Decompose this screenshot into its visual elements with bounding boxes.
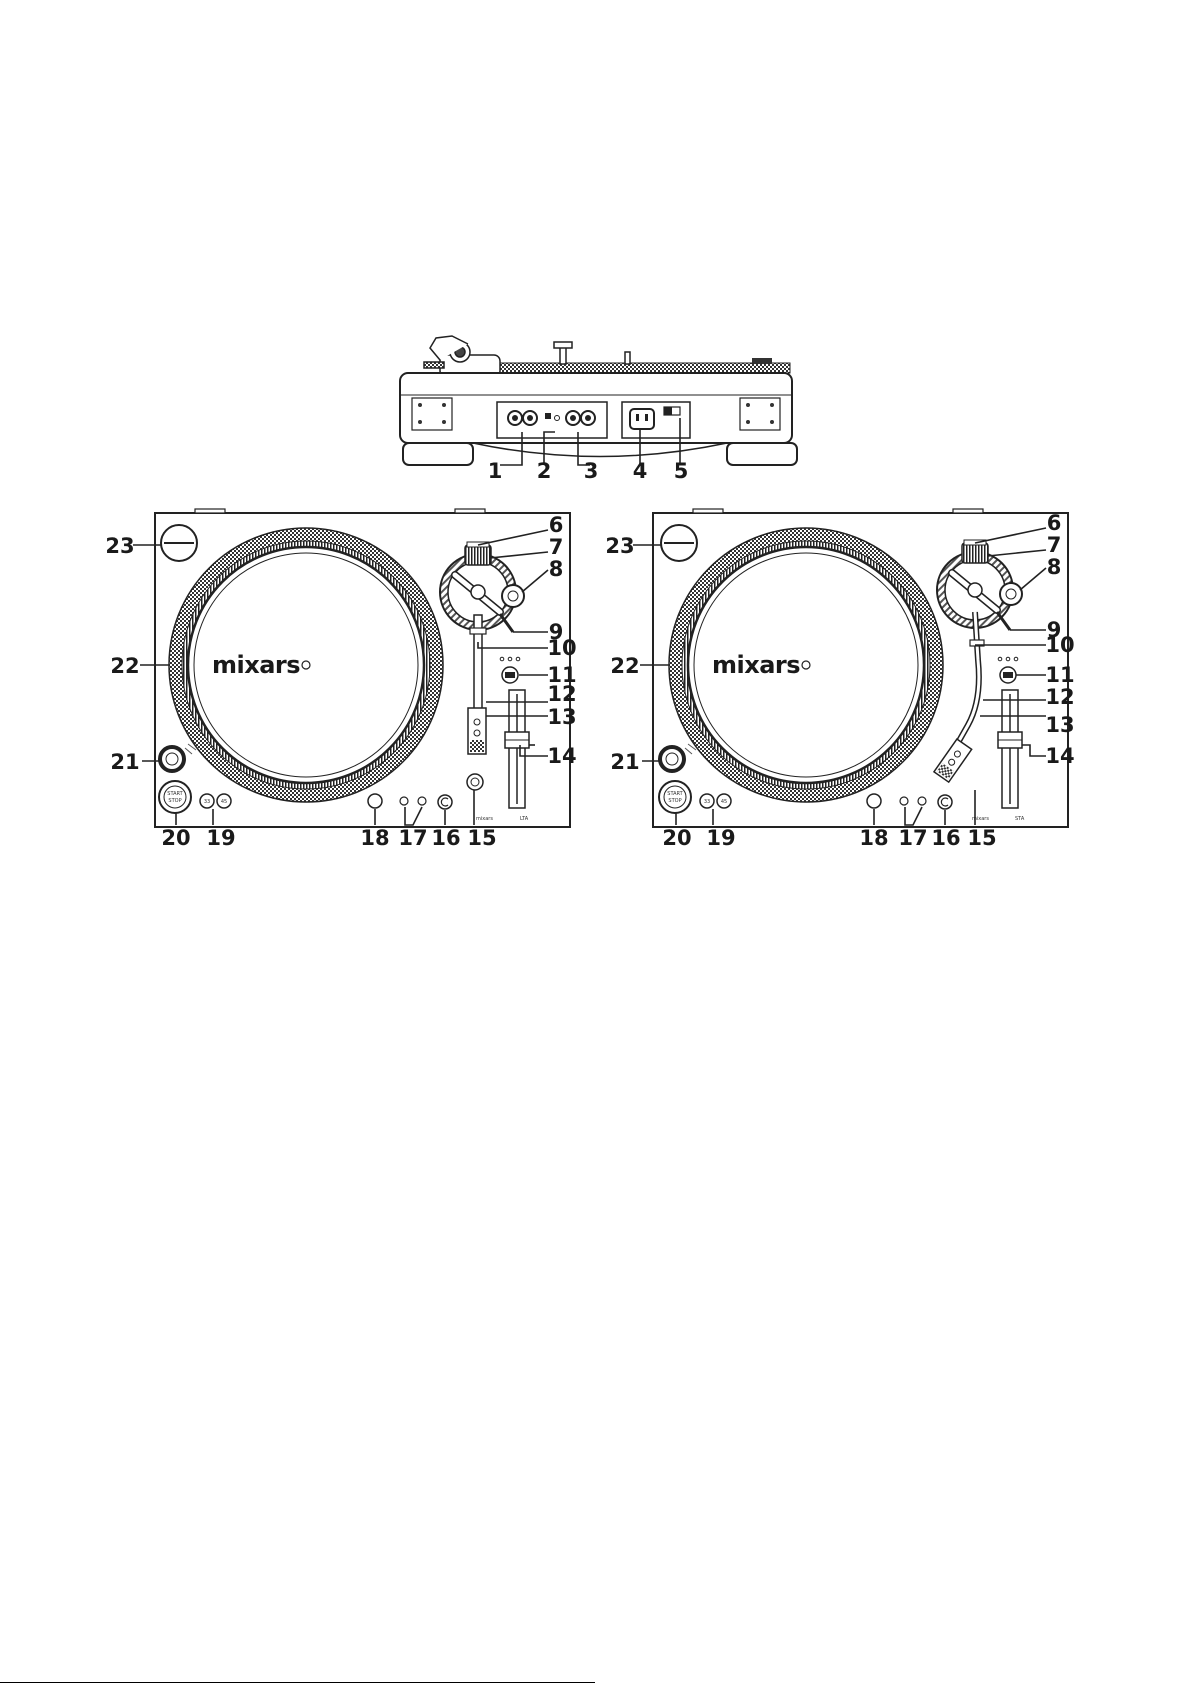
left-callout-8: 8 (549, 557, 564, 581)
right-callout-13: 13 (1045, 713, 1074, 737)
left-callout-11: 11 (547, 663, 576, 687)
right-callout-6: 6 (1047, 511, 1062, 535)
right-callout-15: 15 (967, 826, 996, 850)
deck-right: mixars START STOP 33 45 (653, 509, 1068, 827)
right-callout-11: 11 (1045, 663, 1074, 687)
right-callout-22: 22 (610, 654, 639, 678)
start-brake-knob-right[interactable] (900, 797, 908, 805)
left-callout-22: 22 (110, 654, 139, 678)
stop-brake-knob-right[interactable] (918, 797, 926, 805)
rear-foot-right (727, 443, 797, 465)
target-light-left[interactable] (368, 794, 382, 808)
right-callout-14: 14 (1045, 744, 1074, 768)
right-callout-8: 8 (1047, 555, 1062, 579)
svg-text:45: 45 (721, 799, 727, 805)
rear-callout-3: 3 (584, 459, 599, 483)
rear-callout-5: 5 (674, 459, 689, 483)
right-callout-18: 18 (859, 826, 888, 850)
start-brake-knob-left[interactable] (400, 797, 408, 805)
left-callout-18: 18 (360, 826, 389, 850)
counterweight-left[interactable] (465, 545, 491, 565)
right-callout-16: 16 (931, 826, 960, 850)
svg-text:STA: STA (1015, 816, 1025, 822)
rear-callout-2: 2 (537, 459, 552, 483)
right-callout-9: 9 (1047, 618, 1062, 642)
left-callout-14: 14 (547, 744, 576, 768)
right-callout-19: 19 (706, 826, 735, 850)
left-callout-19: 19 (206, 826, 235, 850)
brand-logo-right: mixars (712, 651, 800, 679)
svg-text:START: START (667, 791, 683, 797)
left-callout-21: 21 (110, 750, 139, 774)
reverse-button-right[interactable] (938, 795, 952, 809)
left-callout-23: 23 (105, 534, 134, 558)
ground-switch (545, 413, 551, 419)
counterweight-right[interactable] (962, 543, 988, 563)
stop-brake-knob-left[interactable] (418, 797, 426, 805)
right-callout-21: 21 (610, 750, 639, 774)
right-callout-7: 7 (1047, 533, 1062, 557)
left-callout-7: 7 (549, 535, 564, 559)
right-callout-12: 12 (1045, 685, 1074, 709)
svg-text:START: START (167, 791, 183, 797)
right-callout-17: 17 (898, 826, 927, 850)
spindle-right (802, 661, 810, 669)
spindle-left (302, 661, 310, 669)
rear-callout-1: 1 (488, 459, 503, 483)
svg-text:33: 33 (704, 799, 710, 805)
svg-text:33: 33 (204, 799, 210, 805)
rear-foot-left (403, 443, 473, 465)
svg-text:STOP: STOP (168, 798, 181, 804)
svg-text:LTA: LTA (520, 816, 529, 822)
left-callout-17: 17 (398, 826, 427, 850)
rear-callout-4: 4 (633, 459, 648, 483)
left-callout-9: 9 (549, 620, 564, 644)
right-callout-23: 23 (605, 534, 634, 558)
target-light-right[interactable] (867, 794, 881, 808)
svg-text:45: 45 (221, 799, 227, 805)
left-callout-20: 20 (161, 826, 190, 850)
svg-text:mixars: mixars (476, 816, 493, 822)
reverse-button-left[interactable] (438, 795, 452, 809)
left-callout-13: 13 (547, 705, 576, 729)
brand-logo-left: mixars (212, 651, 300, 679)
left-callout-15: 15 (467, 826, 496, 850)
rear-view: 1 2 3 4 5 (400, 336, 797, 483)
left-callout-6: 6 (549, 513, 564, 537)
power-inlet (630, 409, 654, 429)
right-callout-20: 20 (662, 826, 691, 850)
svg-text:STOP: STOP (668, 798, 681, 804)
left-callout-16: 16 (431, 826, 460, 850)
footer-rule (0, 1682, 595, 1683)
